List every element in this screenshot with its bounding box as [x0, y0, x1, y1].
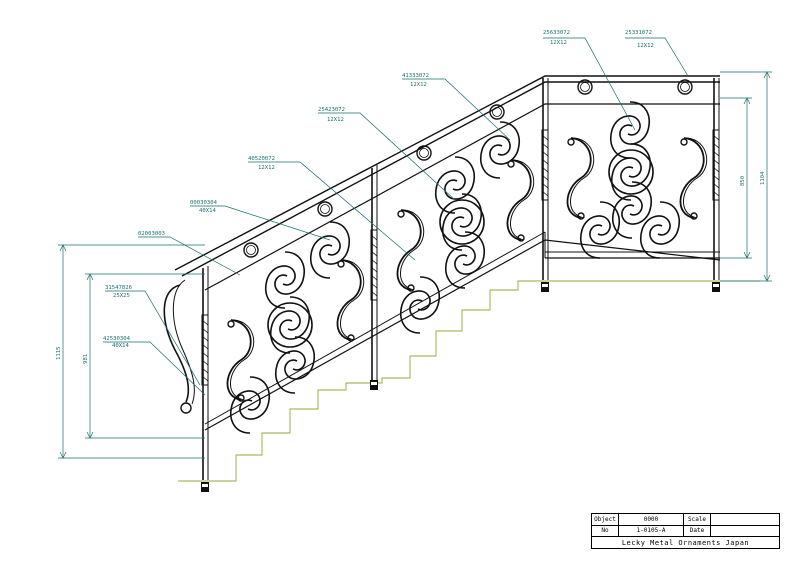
stair-steps	[178, 280, 760, 482]
dimension-right-height: 1104	[760, 171, 766, 185]
dimension-left-height: 1115	[56, 347, 62, 360]
scroll-panel-right	[566, 101, 708, 259]
part-label-code: 40520072	[248, 156, 275, 162]
no-value: 1-0105-A	[618, 524, 684, 538]
object-value: 0000	[618, 513, 684, 526]
part-label-code: 02003003	[138, 231, 165, 237]
title-block: Object 0000 Scale No 1-0105-A Date Lecky…	[591, 513, 780, 549]
part-label-code: 42530304	[103, 336, 131, 342]
part-label-size: 12X12	[550, 40, 567, 46]
dimension-lines	[58, 71, 772, 459]
part-label-size: 12X12	[410, 82, 427, 88]
part-label-size: 12X12	[258, 165, 275, 171]
top-rings	[243, 79, 693, 258]
part-label-size: 25X25	[113, 293, 130, 299]
part-label-size: 40X14	[199, 208, 216, 214]
dimension-values: 1104 850 1115 981	[56, 171, 766, 364]
part-label-code: 00030304	[190, 200, 218, 206]
leader-lines	[103, 37, 689, 396]
part-label-code: 25633072	[543, 30, 570, 36]
part-label-size: 12X12	[327, 117, 344, 123]
part-label-size: 12X12	[637, 43, 654, 49]
scroll-panel-left	[226, 221, 365, 434]
part-label-code: 25331072	[625, 30, 652, 36]
dimension-left-panel: 981	[83, 354, 89, 364]
date-label: Date	[683, 524, 711, 538]
object-label: Object	[591, 513, 619, 526]
part-label-size: 40X14	[112, 343, 129, 349]
scroll-panel-middle	[396, 121, 535, 334]
part-label-code: 41333072	[402, 73, 429, 79]
scale-value	[710, 513, 780, 526]
part-label-code: 25423072	[318, 107, 345, 113]
scale-label: Scale	[683, 513, 711, 526]
date-value	[710, 524, 780, 538]
part-labels: 25633072 12X12 25331072 12X12 41333072 1…	[103, 30, 654, 349]
no-label: No	[591, 524, 619, 538]
part-label-code: 31547026	[105, 285, 132, 291]
post-feet	[201, 282, 720, 492]
company-name: Lecky Metal Ornaments Japan	[591, 536, 780, 549]
dimension-right-panel: 850	[740, 176, 746, 186]
